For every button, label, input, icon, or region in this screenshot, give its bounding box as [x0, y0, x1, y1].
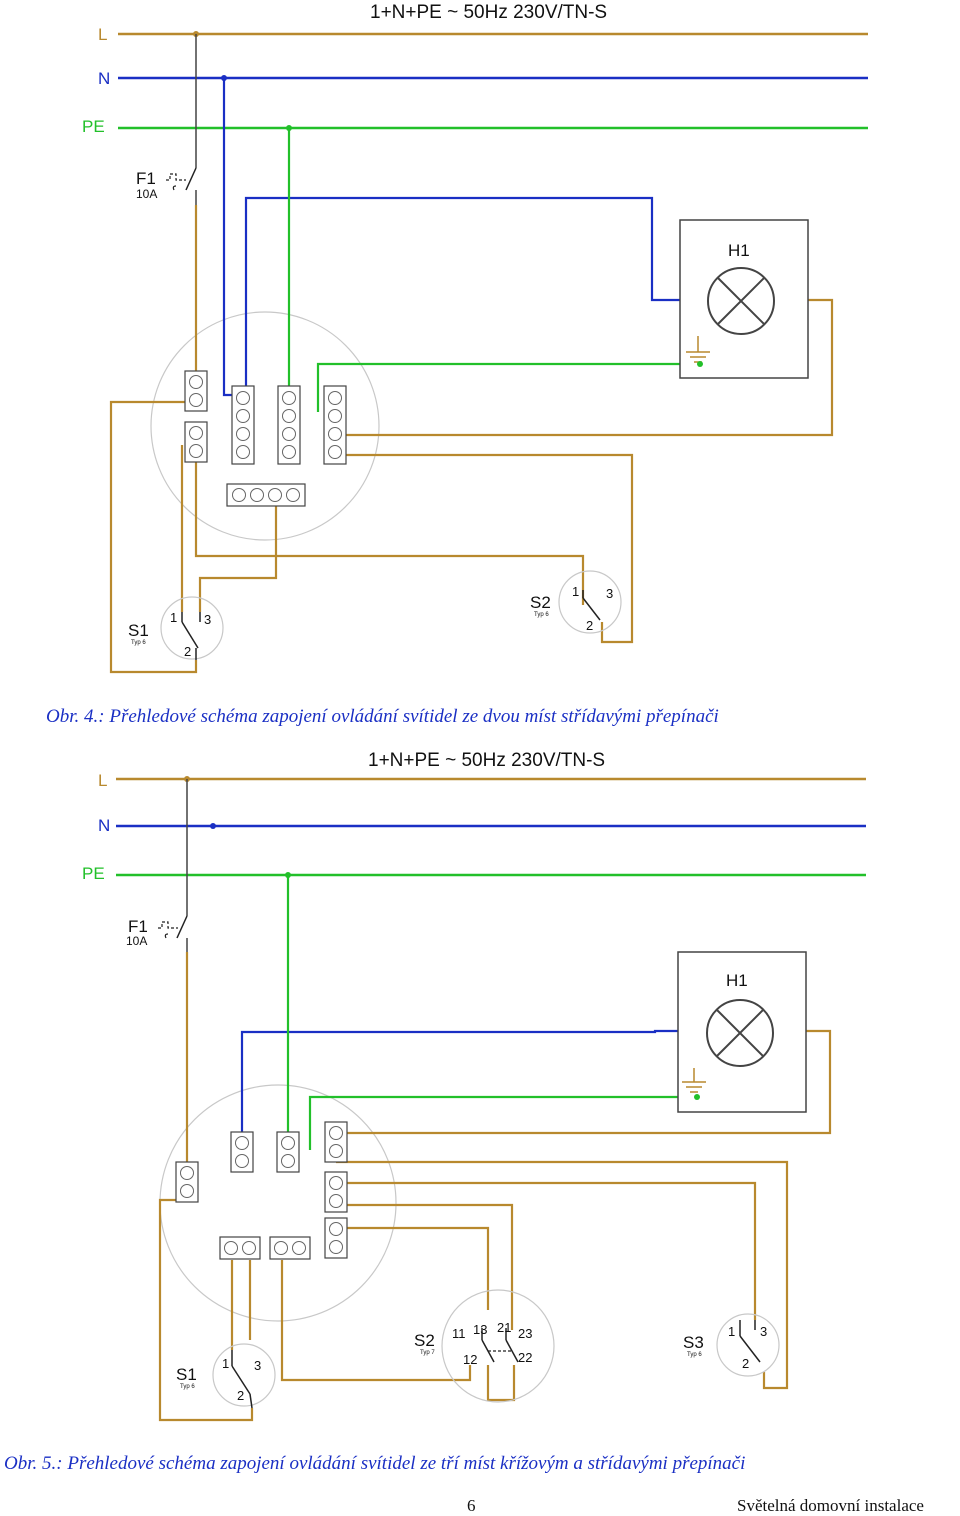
- figure-caption-2: Obr. 5.: Přehledové schéma zapojení ovlá…: [4, 1453, 746, 1474]
- terminal-block: [323, 385, 347, 465]
- breaker-rating: 10A: [126, 934, 147, 948]
- switch-type: Typ 6: [687, 1352, 702, 1358]
- wiring-2: [158, 875, 832, 1422]
- pin-label: 1: [572, 584, 579, 599]
- terminal-block: [230, 1131, 254, 1173]
- figure-caption-1: Obr. 4.: Přehledové schéma zapojení ovlá…: [46, 706, 719, 727]
- terminal-block: [324, 1217, 348, 1259]
- terminal-block: [324, 1121, 348, 1163]
- terminal-block: [276, 1131, 300, 1173]
- pin-label: 1: [170, 610, 177, 625]
- pin-label: 21: [497, 1320, 511, 1335]
- switch-label: S1: [128, 621, 149, 640]
- breaker-f1: F1 10A: [136, 34, 197, 205]
- terminal-block: [231, 385, 255, 465]
- lamp-h1: H1: [677, 951, 807, 1113]
- breaker-rating: 10A: [136, 187, 157, 201]
- pin-label: 2: [184, 644, 191, 659]
- pin-label: 11: [452, 1326, 466, 1341]
- switch-label: S1: [176, 1365, 197, 1384]
- supply-label: 1+N+PE ~ 50Hz 230V/TN-S: [368, 750, 605, 771]
- bus-label-n: N: [98, 816, 110, 835]
- breaker-label: F1: [136, 169, 156, 188]
- terminal-block: [226, 483, 306, 507]
- pin-label: 13: [473, 1322, 487, 1337]
- pin-label: 2: [237, 1388, 244, 1403]
- switch-s2: S2 Typ 7 11 13 21 23 12 22: [414, 1289, 555, 1403]
- switch-type: Typ 7: [420, 1350, 435, 1356]
- terminal-block: [184, 370, 208, 412]
- lamp-label: H1: [728, 241, 750, 260]
- pin-label: 23: [518, 1326, 532, 1341]
- switch-label: S2: [530, 593, 551, 612]
- pin-label: 3: [254, 1358, 261, 1373]
- pin-label: 1: [728, 1324, 735, 1339]
- bus-label-n: N: [98, 69, 110, 88]
- bus-label-l: L: [98, 771, 107, 790]
- breaker-f1: F1 10A: [126, 779, 188, 952]
- terminal-block: [219, 1236, 261, 1260]
- wiring-1: [109, 78, 834, 674]
- breaker-label: F1: [128, 917, 148, 936]
- bus-label-pe: PE: [82, 864, 105, 883]
- junction-box: [159, 1084, 397, 1322]
- switch-s1: S1 Typ 6 1 3 2: [176, 1343, 276, 1409]
- switch-s3: S3 Typ 6 1 3 2: [683, 1313, 780, 1377]
- pin-label: 2: [742, 1356, 749, 1371]
- terminal-block: [175, 1161, 199, 1203]
- switch-label: S3: [683, 1333, 704, 1352]
- terminal-block: [277, 385, 301, 465]
- switch-type: Typ 6: [534, 612, 549, 618]
- pin-label: 3: [606, 586, 613, 601]
- switch-s2: S2 Typ 6 1 3 2: [530, 570, 622, 634]
- bus-label-l: L: [98, 25, 107, 44]
- switch-label: S2: [414, 1331, 435, 1350]
- terminal-block: [269, 1236, 311, 1260]
- switch-type: Typ 6: [131, 640, 146, 646]
- diagram-2: 1+N+PE ~ 50Hz 230V/TN-S L N PE F1 10A: [82, 750, 866, 1422]
- supply-label: 1+N+PE ~ 50Hz 230V/TN-S: [370, 2, 607, 23]
- junction-dot: [210, 823, 216, 829]
- lamp-h1: H1: [679, 219, 809, 379]
- diagram-1: 1+N+PE ~ 50Hz 230V/TN-S L N PE F1 10A: [82, 2, 868, 674]
- switch-type: Typ 6: [180, 1384, 195, 1390]
- pin-label: 3: [760, 1324, 767, 1339]
- terminal-block: [184, 421, 208, 463]
- pin-label: 22: [518, 1350, 532, 1365]
- bus-label-pe: PE: [82, 117, 105, 136]
- footer-title: Světelná domovní instalace: [737, 1496, 924, 1515]
- pin-label: 1: [222, 1356, 229, 1371]
- switch-s1: S1 Typ 6 1 3 2: [128, 596, 224, 660]
- pin-label: 3: [204, 612, 211, 627]
- page-number: 6: [467, 1496, 476, 1515]
- earth-icon: [682, 1068, 706, 1093]
- terminal-block: [324, 1171, 348, 1213]
- pin-label: 12: [463, 1352, 477, 1367]
- lamp-label: H1: [726, 971, 748, 990]
- pin-label: 2: [586, 618, 593, 633]
- junction-box: [150, 311, 380, 541]
